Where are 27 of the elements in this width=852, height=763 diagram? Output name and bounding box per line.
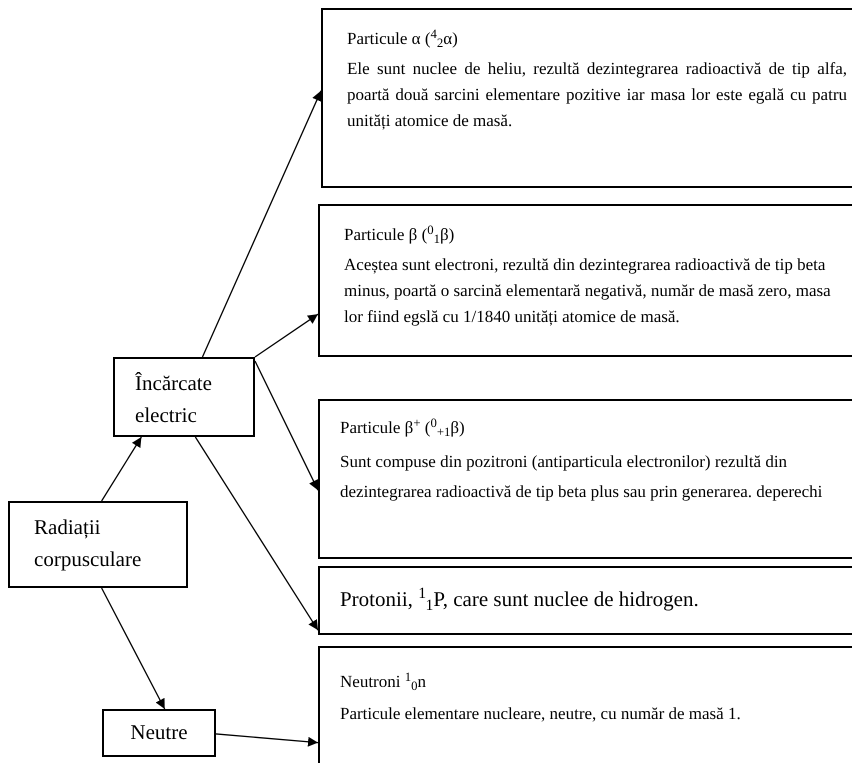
- text-box: [102, 709, 216, 757]
- box-text: Radiații corpusculare: [34, 514, 142, 573]
- box-heading: Particule β$^{+}$ ($^{0}$$_{+1}$β): [340, 414, 466, 442]
- text-box: [8, 501, 188, 588]
- box-heading: Particule β ($^{0}$$_{1}$β): [344, 222, 456, 248]
- box-text: Neutre: [130, 719, 188, 746]
- arrow: [101, 436, 142, 502]
- text-box: [318, 566, 852, 635]
- arrow: [216, 733, 318, 747]
- arrow: [194, 436, 319, 631]
- box-text: Particule elementare nucleare, neutre, cu număr de masă 1.: [340, 703, 742, 725]
- box-text: Încărcate electric: [135, 370, 213, 429]
- arrow: [202, 90, 322, 358]
- box-heading: Particule α ($^{4}$$_{2}$α): [347, 26, 459, 52]
- text-box: [321, 8, 852, 188]
- text-box: [318, 204, 852, 357]
- arrow: [254, 360, 319, 490]
- box-text: Aceștea sunt electroni, rezultă din dezintegrarea radioactivă de tip beta minus, poartă o sarcină elementară negativă, număr de masă zero, masa lor fiind egslă cu 1/1840 unități atomice de masă.: [344, 254, 832, 328]
- box-text: Ele sunt nuclee de heliu, rezultă dezintegrarea radioactivă de tip alfa, poartă două sarcini elementare pozitive iar masa lor este egală cu patru unități atomice de masă.: [347, 58, 847, 132]
- text-box: [318, 399, 852, 559]
- arrow: [101, 588, 166, 710]
- box-heading: Neutroni $^{1}$$_{0}$n: [340, 668, 427, 696]
- text-box: [113, 357, 255, 437]
- box-text: Protonii, $^{1}$$_{1}$P, care sunt nuclee de hidrogen.: [340, 584, 700, 616]
- text-box: [318, 646, 852, 763]
- box-text: Sunt compuse din pozitroni (antiparticula electronilor) rezultă din dezintegrarea radioactivă de tip beta plus sau prin generarea. deperechi: [340, 451, 824, 503]
- arrow: [254, 314, 318, 358]
